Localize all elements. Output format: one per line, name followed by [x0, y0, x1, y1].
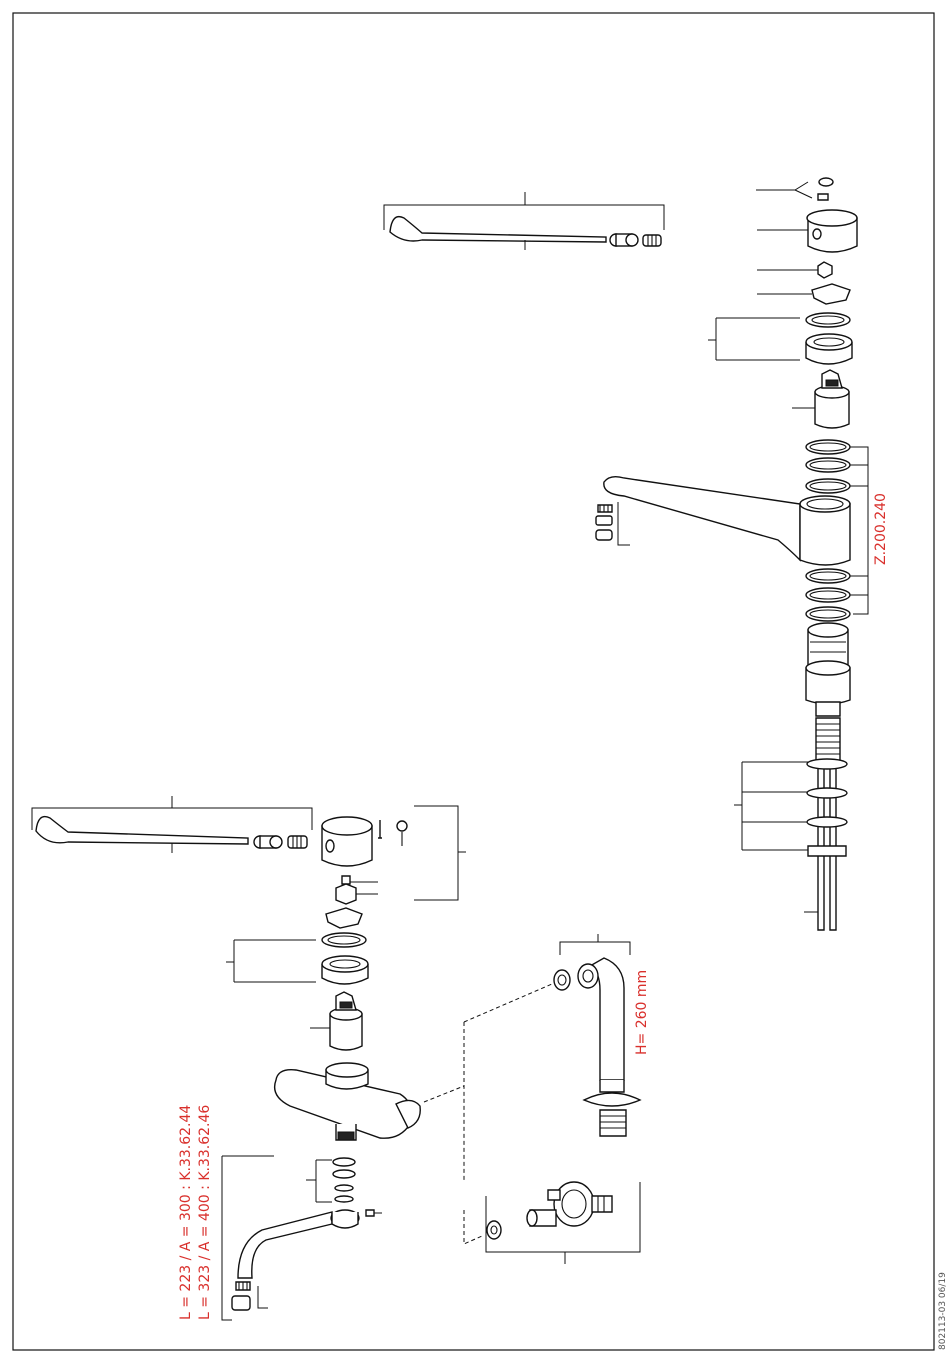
o-ring-d [806, 569, 850, 583]
riser-pipe-group [554, 934, 640, 1136]
wall-ring-1 [333, 1158, 355, 1166]
wall-lever-cam [326, 908, 362, 928]
lever-cam [812, 284, 850, 304]
elbow-washer [487, 1221, 501, 1239]
spout-length-label-1: L = 223 / A = 300 : K.33.62.44 [178, 1105, 194, 1320]
wall-grub-screw [378, 820, 382, 838]
top-grub-screw [818, 194, 828, 200]
upper-bracket [384, 192, 664, 230]
mount-nut [808, 846, 846, 856]
riser-thread [600, 1110, 626, 1136]
wall-mixer-stack [222, 806, 552, 1320]
document-code: 802113-03 06/19 [938, 1272, 948, 1350]
upper-lever-rod [390, 217, 606, 242]
page-border [13, 13, 934, 1350]
upper-lever-screw [643, 235, 661, 246]
riser-height-label: H= 260 mm [634, 970, 650, 1055]
riser-rosette [584, 1093, 640, 1106]
o-ring-c [806, 479, 850, 493]
o-ring-b [806, 458, 850, 472]
riser-washer [554, 970, 570, 990]
hex-nut [818, 262, 832, 278]
wall-hex-nut [336, 884, 356, 904]
o-ring-e [806, 588, 850, 602]
wall-small-screw [342, 876, 350, 884]
wall-mixer-body [275, 1063, 421, 1140]
mount-washer-3 [807, 817, 847, 827]
elbow-connector [527, 1182, 612, 1226]
o-ring-f [806, 607, 850, 621]
elbow-connector-group [486, 1182, 640, 1264]
spout-length-label-2: L = 323 / A = 400 : K.33.62.46 [197, 1105, 213, 1320]
wall-aerator [232, 1282, 250, 1310]
upper-ring [806, 313, 850, 327]
o-ring-a [806, 440, 850, 454]
mount-washer-2 [807, 788, 847, 798]
wall-ring-4 [335, 1196, 353, 1202]
lower-lever-screw [288, 836, 307, 848]
wall-spout [238, 1210, 359, 1278]
wall-ring-2 [333, 1170, 355, 1178]
threaded-base-body [806, 623, 850, 716]
lower-lever-adapter [254, 836, 282, 848]
mount-washer-1 [807, 759, 847, 769]
lower-lever-rod [36, 817, 248, 844]
upper-lever-handle-group [384, 192, 664, 250]
spout-screw [366, 1210, 374, 1216]
lower-lever-handle-group [32, 796, 312, 853]
wall-ring-3 [335, 1185, 353, 1191]
upper-lever-adapter [610, 234, 638, 246]
wall-cap-plug [397, 821, 407, 831]
threaded-stud [816, 718, 840, 762]
top-cap-plug [819, 178, 833, 186]
wall-ring [322, 933, 366, 947]
upper-kit-code-label: Z.200.240 [873, 493, 889, 565]
upper-aerator [596, 505, 612, 540]
upper-mixer-stack [596, 178, 868, 930]
